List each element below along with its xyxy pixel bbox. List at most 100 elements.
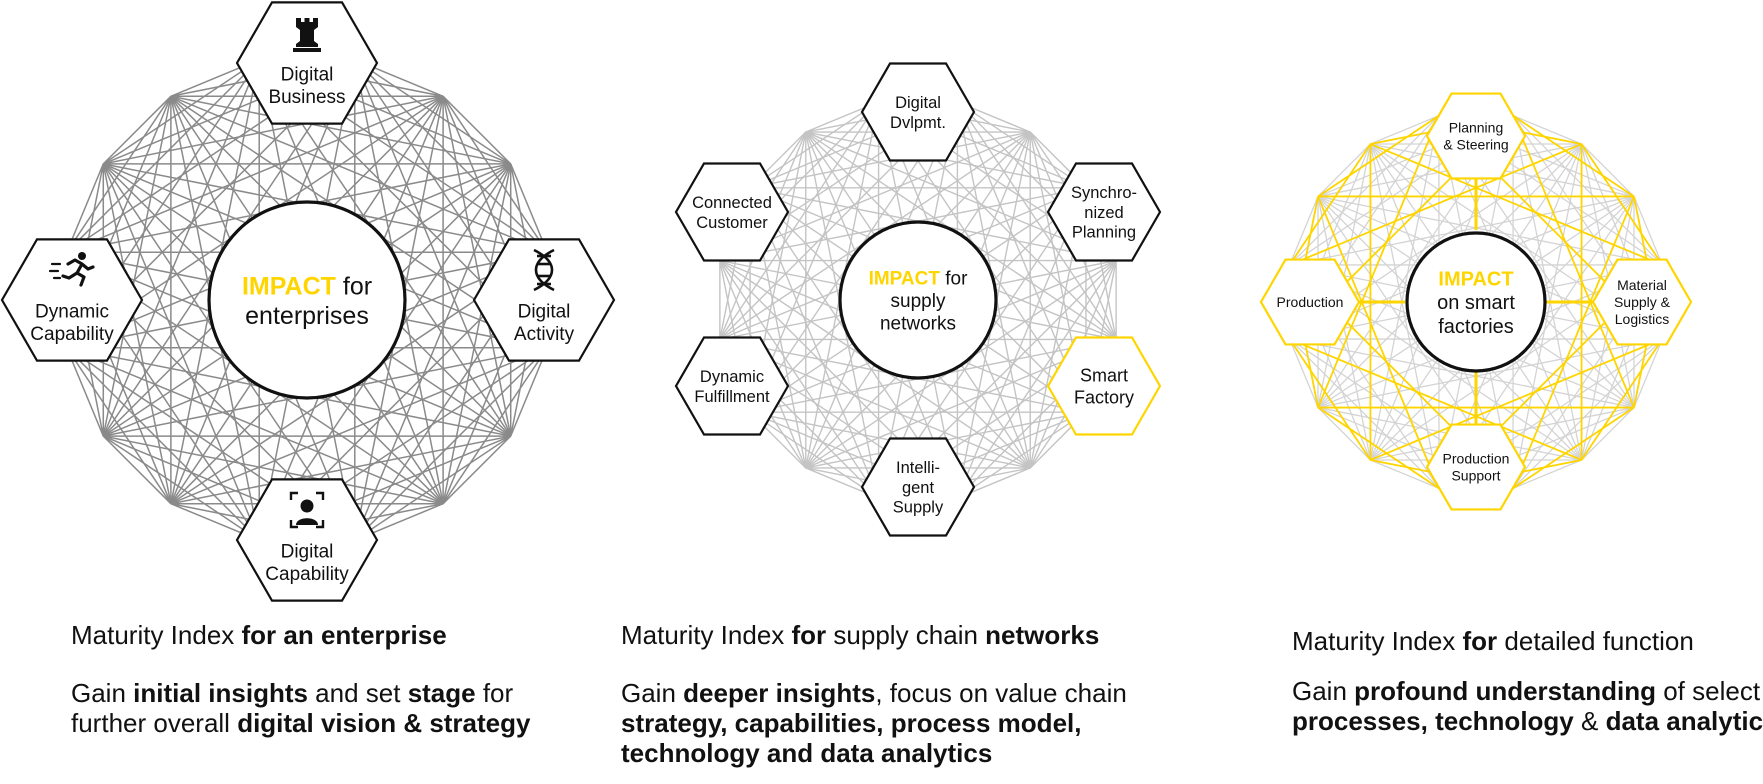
mesh-line: [1289, 115, 1440, 266]
node-label: Logistics: [1615, 311, 1669, 327]
node-label: Smart: [1080, 366, 1128, 386]
mesh-line: [66, 95, 444, 253]
mesh-line: [957, 101, 1087, 189]
node-label: Production: [1443, 451, 1510, 467]
mesh-line: [1289, 338, 1319, 408]
node-label: Digital: [281, 541, 334, 562]
center-label: for: [336, 272, 372, 300]
caption-body-line: Gain profound understanding of select: [1292, 676, 1761, 706]
caption-body-line: Gain initial insights and set stage for: [71, 678, 514, 708]
mesh-line: [1581, 143, 1635, 197]
node-label: Connected: [692, 194, 772, 212]
impact-highlight: IMPACT: [242, 272, 336, 300]
mesh-line: [956, 260, 1117, 499]
mesh-line: [442, 95, 548, 253]
mesh-line: [1370, 115, 1440, 145]
mesh-line: [1512, 406, 1635, 490]
mesh-line: [102, 95, 172, 165]
caption-body-line: processes, technology & data analytics: [1292, 706, 1763, 736]
center-title: IMPACT: [1438, 269, 1513, 291]
supply-network-impact-diagram: IMPACT forsupplynetworksDigitalDvlpmt.Sy…: [674, 62, 1162, 537]
caption-title: Maturity Index for an enterprise: [71, 620, 447, 650]
node-label: Dvlpmt.: [890, 114, 946, 132]
mesh-line: [102, 59, 260, 165]
hexagon-shape: [472, 238, 616, 362]
node-label: Support: [1451, 467, 1500, 483]
node-label: Digital: [518, 301, 571, 322]
mesh-line: [1370, 143, 1663, 266]
caption-body-line: strategy, capabilities, process model,: [621, 708, 1082, 738]
node-label: nized: [1084, 204, 1123, 222]
dna-icon: [533, 248, 555, 292]
hexagon-shape: [674, 336, 790, 436]
center-circle: [838, 220, 998, 380]
node-label: gent: [902, 479, 935, 497]
hexagon-shape: [1046, 162, 1162, 262]
hexagon-shape: [1259, 258, 1361, 346]
node-label: Planning: [1072, 224, 1136, 242]
caption-body-line: further overall digital vision & strateg…: [71, 708, 531, 738]
mesh-line: [1633, 196, 1663, 266]
mesh-line: [1512, 115, 1582, 145]
mesh-line: [1512, 338, 1663, 489]
person-focus-icon: [289, 491, 325, 529]
node-label: Synchro-: [1071, 184, 1137, 202]
hexagon-shape: [860, 437, 976, 537]
mesh-line: [749, 101, 879, 189]
node-label: Customer: [696, 214, 768, 232]
node-label: Fulfillment: [694, 388, 770, 406]
node-label: Material: [1617, 277, 1667, 293]
hexagon-node: Production: [1259, 258, 1361, 346]
mesh-line: [354, 59, 548, 253]
mesh-line: [1317, 143, 1371, 197]
mesh-line: [1317, 406, 1440, 490]
mesh-line: [1289, 196, 1319, 266]
mesh-line: [1289, 338, 1440, 489]
mesh-line: [1581, 407, 1635, 461]
smart-factory-caption: Maturity Index for detailed function Gai…: [1292, 626, 1763, 736]
caption-title: Maturity Index for supply chain networks: [621, 620, 1100, 650]
caption-title: Maturity Index for detailed function: [1292, 626, 1694, 656]
mesh-line: [510, 163, 548, 253]
node-label: Supply: [893, 499, 944, 517]
center-circle: [207, 200, 407, 400]
node-label: Planning: [1449, 120, 1504, 136]
mesh-line: [354, 347, 548, 541]
center-subtitle: networks: [880, 313, 956, 334]
mesh-line: [1512, 114, 1635, 198]
hexagon-shape: [674, 162, 790, 262]
node-label: Supply &: [1614, 294, 1671, 310]
node-label: Business: [268, 87, 345, 108]
node-label: Digital: [895, 94, 941, 112]
node-label: Activity: [514, 324, 575, 345]
node-label: Digital: [281, 64, 334, 85]
center-subtitle: supply: [891, 291, 946, 312]
mesh-line: [1580, 338, 1664, 461]
mesh-line: [170, 95, 511, 165]
center-subtitle: factories: [1438, 316, 1514, 338]
hexagon-node: Planning& Steering: [1425, 92, 1527, 180]
mesh-line: [442, 435, 512, 505]
enterprise-impact-diagram: IMPACT forenterprisesDigitalBusinessDigi…: [0, 1, 616, 602]
mesh-line: [1317, 195, 1663, 266]
hexagon-shape: [235, 478, 379, 602]
mesh-line: [66, 347, 104, 437]
hexagon-shape: [1591, 258, 1693, 346]
mesh-line: [1370, 459, 1440, 489]
mesh-line: [66, 347, 260, 541]
running-person-icon: [48, 252, 95, 287]
mesh-line: [66, 163, 104, 253]
hexagon-shape: [860, 62, 976, 162]
node-label: Capability: [30, 324, 114, 345]
caption-body-line: technology and data analytics: [621, 738, 993, 768]
hexagon-shape: [1425, 92, 1527, 180]
rook-icon: [293, 18, 321, 52]
mesh-line: [1580, 143, 1664, 266]
